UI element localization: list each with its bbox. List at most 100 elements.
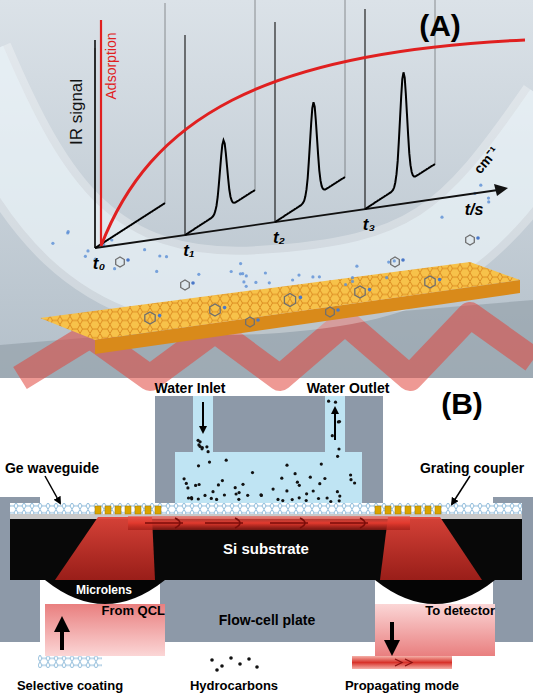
axis-title: t/s — [465, 202, 484, 218]
molecule — [425, 276, 435, 288]
molecule — [84, 255, 87, 258]
molecule — [51, 184, 490, 327]
molecule — [245, 285, 248, 288]
molecule — [230, 270, 233, 273]
panel-b-art — [0, 396, 533, 672]
molecule — [158, 254, 161, 257]
hydrocarbon-dot — [305, 499, 308, 502]
legend-sample — [238, 662, 242, 666]
hydrocarbon-dot — [215, 498, 218, 501]
grating-coupler — [95, 506, 441, 514]
legend-text: Selective coating — [17, 679, 123, 692]
spectrum-plot — [494, 184, 508, 196]
selective-coating — [10, 503, 522, 515]
part-name: Water Inlet — [154, 381, 225, 395]
grating-coupler — [115, 506, 121, 514]
molecule — [145, 312, 155, 324]
hydrocarbon-dot — [338, 420, 341, 423]
hydrocarbon-dot — [336, 490, 339, 493]
molecule — [197, 273, 200, 276]
hydrocarbon-dot — [312, 489, 315, 492]
molecule — [476, 236, 480, 240]
hydrocarbon-dot — [296, 481, 299, 484]
hydrocarbon-dot — [183, 400, 357, 504]
molecule — [242, 280, 245, 283]
molecule — [479, 184, 482, 187]
hydrocarbon-dot — [305, 492, 308, 495]
molecule — [165, 255, 168, 258]
molecule — [254, 281, 257, 284]
hydrocarbon-dot — [208, 461, 211, 464]
hydrocarbon-dot — [280, 477, 283, 480]
molecule — [239, 262, 242, 265]
hydrocarbon-dot — [199, 440, 202, 443]
hydrocarbon-dot — [207, 450, 210, 453]
hydrocarbon-dot — [276, 498, 279, 501]
part-name: Ge waveguide — [5, 461, 99, 475]
part-name: Grating coupler — [420, 461, 524, 475]
molecule — [299, 296, 303, 300]
spectrum-plot — [185, 140, 255, 235]
hydrocarbon-dot — [326, 496, 329, 499]
adsorption-curve — [101, 40, 525, 246]
flow-cell — [155, 396, 383, 508]
molecule — [223, 306, 227, 310]
hydrocarbon-dot — [323, 477, 326, 480]
grating-coupler — [415, 506, 421, 514]
node-text: To detector — [425, 604, 495, 618]
time-label: t₀ — [93, 255, 105, 272]
spectrum-plot — [94, 48, 95, 248]
flow-arrow — [334, 408, 336, 440]
molecule — [355, 286, 365, 298]
hydrocarbon-dot — [197, 464, 200, 467]
legend-sample — [352, 656, 452, 669]
grating-coupler — [395, 506, 401, 514]
molecule — [51, 242, 54, 245]
time-label: t₂ — [273, 229, 285, 246]
legend-text: Propagating mode — [345, 679, 459, 692]
panel-b-art — [160, 578, 375, 642]
adsorption-line — [100, 20, 102, 246]
molecule — [368, 288, 372, 292]
hydrocarbon-dot — [291, 498, 294, 501]
hydrocarbon-dot — [338, 495, 341, 498]
legend-sample — [220, 664, 224, 668]
molecule — [385, 276, 388, 279]
hydrocarbon-dot — [210, 497, 213, 500]
molecule — [239, 272, 242, 275]
hydrocarbon-dot — [221, 479, 224, 482]
legend-sample — [210, 658, 214, 662]
hydrocarbon-dot — [260, 494, 263, 497]
hydrocarbon-dot — [320, 463, 323, 466]
hydrocarbon-dot — [187, 496, 190, 499]
hydrocarbon-dot — [194, 484, 197, 487]
molecule — [126, 258, 130, 262]
molecule — [143, 248, 146, 251]
molecule — [487, 200, 490, 203]
spectrum-plot — [184, 35, 185, 235]
hydrocarbon-dot — [205, 445, 208, 448]
legend-sample — [210, 656, 259, 672]
beam-arrow — [390, 622, 394, 646]
hydrocarbon-dot — [251, 471, 254, 474]
hydrocarbon-dot — [237, 498, 240, 501]
hydrocarbon-dot — [246, 494, 249, 497]
hydrocarbon-dot — [203, 494, 206, 497]
molecule — [391, 257, 400, 267]
panel-letter: (A) — [419, 11, 461, 41]
hydrocarbon-dot — [281, 499, 284, 502]
hydrocarbon-dot — [285, 464, 288, 467]
panel-letter: (B) — [441, 389, 483, 419]
legend-sample — [38, 655, 102, 668]
panel-a-art — [95, 280, 520, 354]
legend-sample — [215, 668, 219, 672]
hydrocarbon-dot — [225, 459, 228, 462]
molecule — [466, 235, 475, 245]
hydrocarbon-dot — [309, 476, 312, 479]
hydrocarbon-dot — [318, 482, 321, 485]
hydrocarbon-dot — [317, 497, 320, 500]
spectrum-plot — [255, 0, 256, 190]
hydrocarbon-dot — [336, 455, 339, 458]
molecule — [256, 318, 260, 322]
